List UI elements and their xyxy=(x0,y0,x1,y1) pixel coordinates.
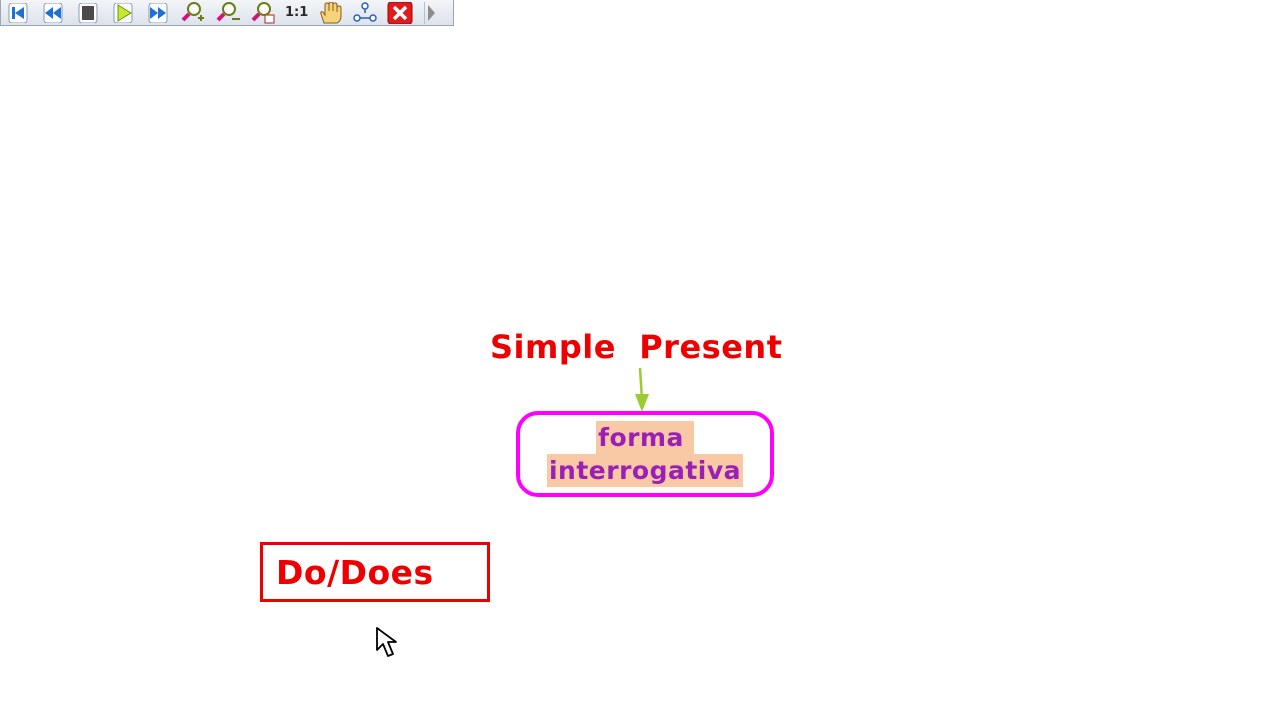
connector-arrow xyxy=(635,367,649,412)
concept-line-2: interrogativa xyxy=(546,454,744,487)
do-does-node[interactable]: Do/Does xyxy=(260,542,490,602)
previous-button[interactable] xyxy=(40,2,66,24)
close-icon xyxy=(387,1,413,24)
zoom-out-icon xyxy=(216,1,240,21)
hand-pan-icon xyxy=(320,1,342,23)
pan-tool-button[interactable] xyxy=(317,1,343,24)
first-slide-button[interactable] xyxy=(5,2,31,24)
close-button[interactable] xyxy=(387,1,413,24)
play-icon xyxy=(113,2,133,23)
next-slide-icon xyxy=(148,2,168,23)
stop-icon xyxy=(78,2,98,23)
concept-line-1: forma xyxy=(596,421,694,454)
play-button[interactable] xyxy=(110,2,136,24)
zoom-fit-icon xyxy=(251,1,275,24)
toolbar-expand-button[interactable] xyxy=(424,1,437,24)
chevron-right-icon xyxy=(428,4,436,21)
stop-button[interactable] xyxy=(75,2,101,24)
zoom-out-button[interactable] xyxy=(215,1,241,24)
first-slide-icon xyxy=(8,2,28,23)
map-structure-icon xyxy=(353,1,378,22)
zoom-in-icon xyxy=(181,1,204,21)
structure-view-button[interactable] xyxy=(352,1,378,24)
previous-slide-icon xyxy=(43,2,63,23)
presentation-toolbar: 1:1 xyxy=(0,0,454,26)
zoom-fit-button[interactable] xyxy=(250,1,276,24)
concept-title: Simple Present xyxy=(490,328,783,366)
concept-node[interactable]: forma interrogativa xyxy=(516,411,774,497)
mouse-pointer-icon xyxy=(376,627,397,657)
zoom-reset-button[interactable]: 1:1 xyxy=(285,4,309,20)
next-button[interactable] xyxy=(145,2,171,24)
zoom-in-button[interactable] xyxy=(180,1,206,24)
do-does-label: Do/Does xyxy=(276,552,434,592)
